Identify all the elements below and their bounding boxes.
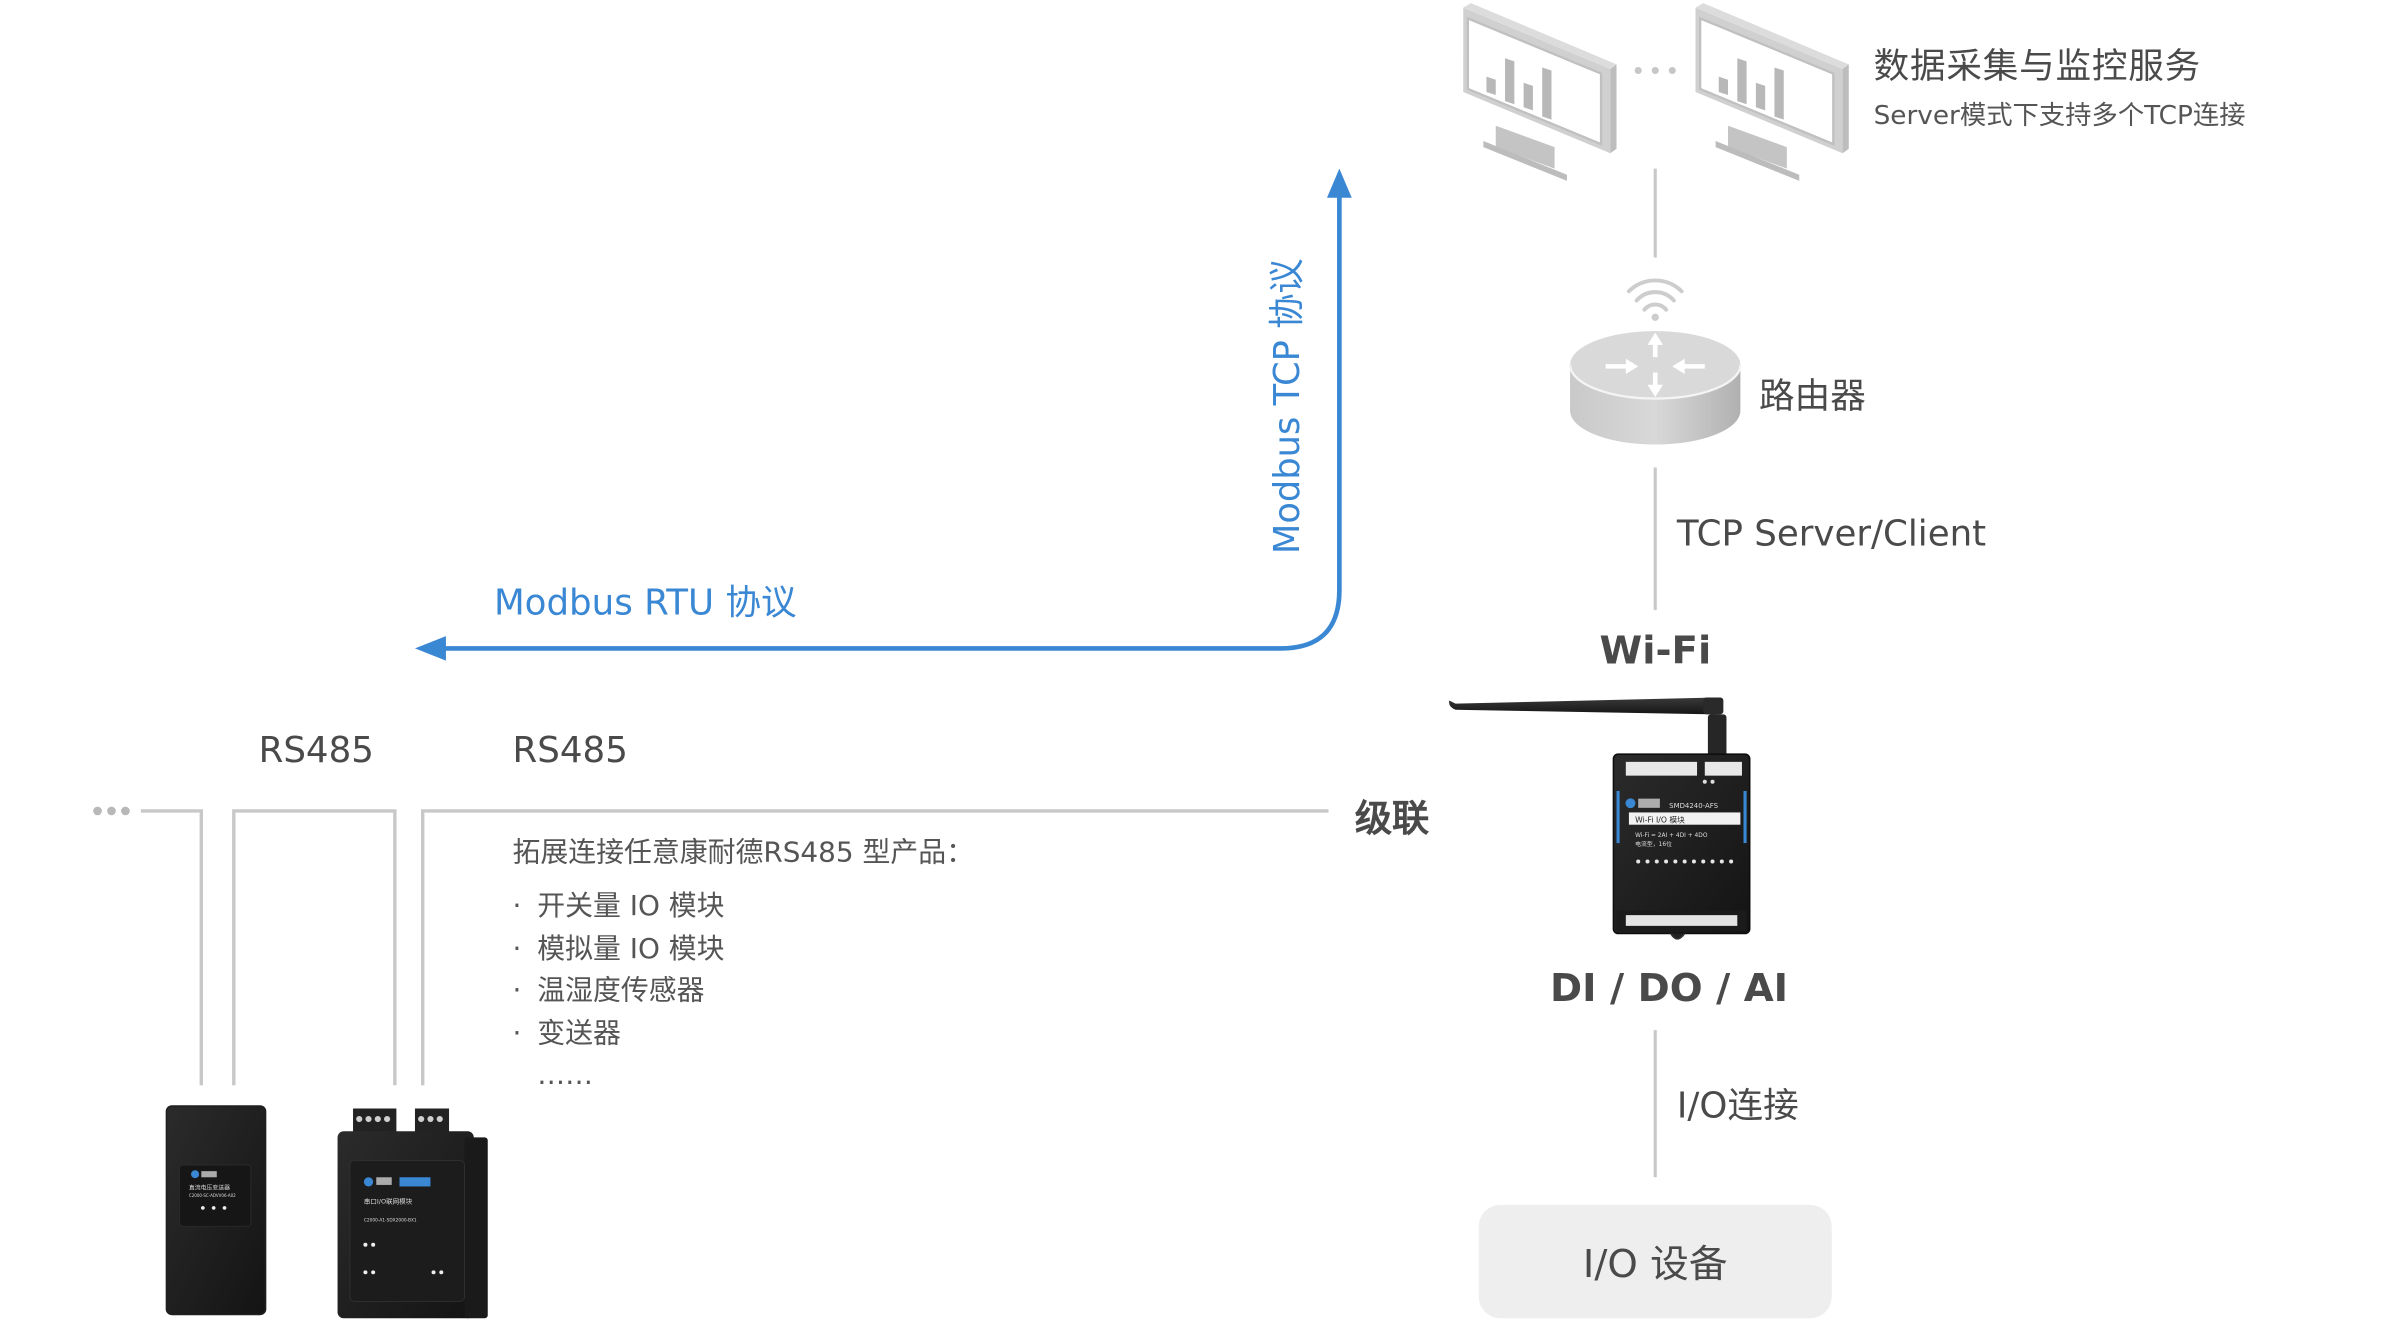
io-connection-label: I/O连接 [1676,1086,1799,1127]
tcp-mode-label: TCP Server/Client [1676,515,1987,555]
server-title: 数据采集与监控服务 [1873,47,2202,88]
transmitter-model: C2000-SC-ADVV06-A02 [189,1193,236,1198]
monitor-chart-icon [1695,3,1849,181]
rs485-io-module-image: 串口I/O联网模块 C2000-A1-SDX2000-BX1 [337,1108,488,1319]
io-device-box: I/O 设备 [1478,1204,1832,1319]
list-item: ·模拟量 IO 模块 [512,932,725,965]
cascade-label: 级联 [1354,797,1430,841]
io-signals-label: DI / DO / AI [1549,965,1789,1011]
list-more: …… [537,1059,594,1092]
rs485-label-left: RS485 [258,731,374,772]
list-item: ·温湿度传感器 [512,974,705,1008]
arrow-head-up [1326,168,1352,198]
rs485-bus [93,806,1329,1086]
wifi-module-spec2: 电流型，16位 [1635,840,1672,848]
list-item: ·变送器 [512,1017,621,1050]
wifi-module-model: SMD4240-AFS [1669,802,1718,810]
modbus-rtu-label: Modbus RTU 协议 [493,584,797,624]
transmitter-name: 直流电压变送器 [189,1184,230,1192]
expansion-list: ·开关量 IO 模块 ·模拟量 IO 模块 ·温湿度传感器 ·变送器 …… [513,886,725,1097]
monitor-chart-icon [1463,3,1617,181]
modbus-tcp-label: Modbus TCP 协议 [1268,258,1309,555]
wifi-label: Wi-Fi [1599,628,1712,673]
ellipsis-icon [1634,66,1676,75]
list-item: ·开关量 IO 模块 [512,890,725,923]
router-label: 路由器 [1758,377,1866,417]
wifi-module-spec: Wi-Fi = 2AI + 4DI + 4DO [1635,833,1708,839]
wifi-module-name: Wi-Fi I/O 模块 [1635,814,1685,824]
io-module-model: C2000-A1-SDX2000-BX1 [364,1218,417,1224]
wifi-io-module-image: SMD4240-AFS Wi-Fi I/O 模块 Wi-Fi = 2AI + 4… [1449,697,1751,940]
io-module-name: 串口I/O联网模块 [364,1196,413,1205]
wifi-signal-icon [1626,278,1684,321]
protocol-arrow [414,168,1352,661]
rs485-label-right: RS485 [512,731,628,772]
expansion-intro: 拓展连接任意康耐德RS485 型产品： [512,836,974,870]
router-icon [1568,331,1742,445]
arrow-head-left [414,636,446,661]
server-subtitle: Server模式下支持多个TCP连接 [1873,101,2246,132]
led-row [1636,859,1734,864]
io-device-label: I/O 设备 [1582,1241,1728,1287]
rs485-transmitter-image: 直流电压变送器 C2000-SC-ADVV06-A02 [165,1105,267,1316]
